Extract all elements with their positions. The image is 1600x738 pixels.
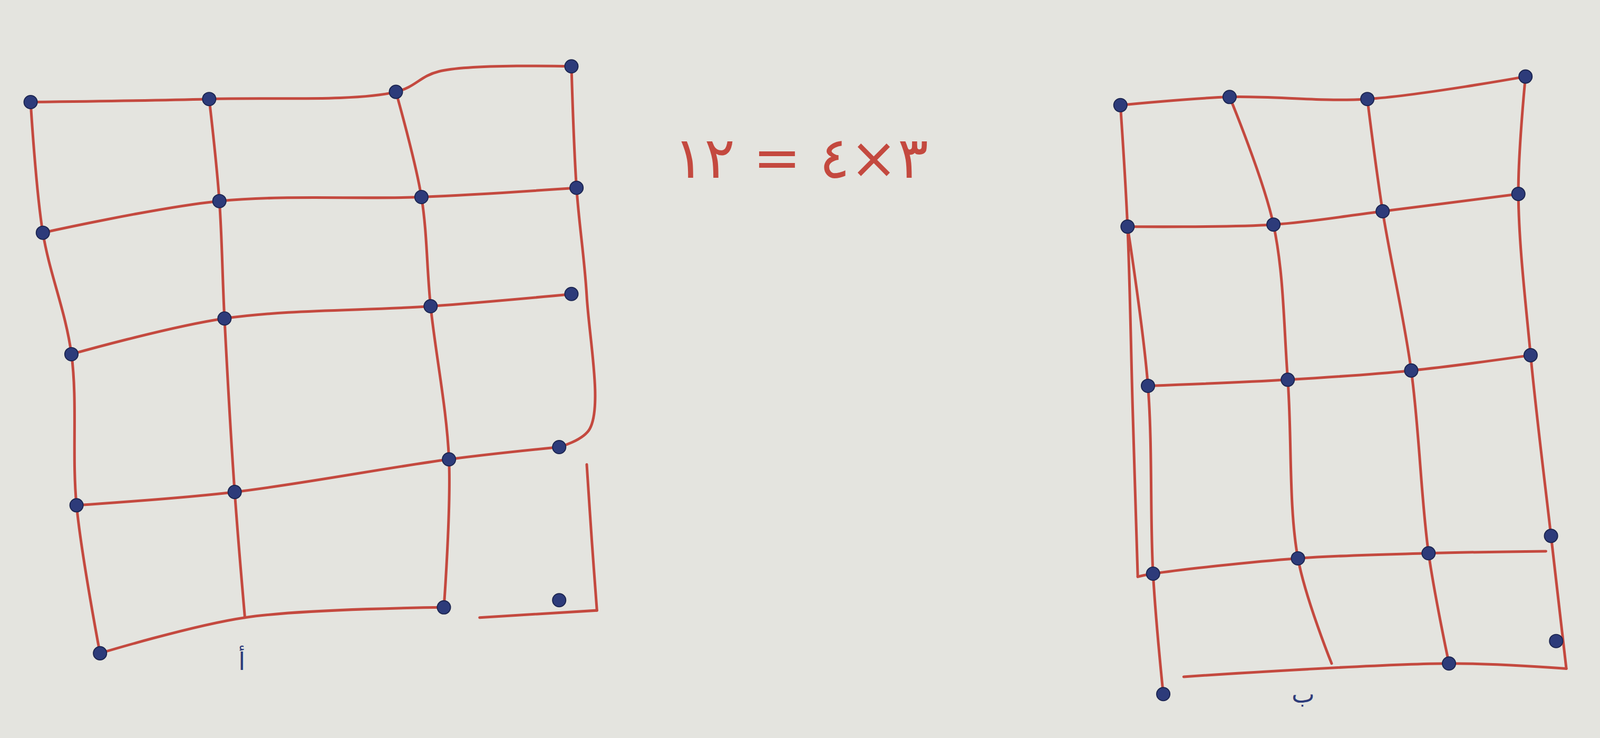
grid-dot <box>564 287 578 301</box>
grid-dot <box>423 299 438 313</box>
grid-line <box>1127 226 1164 694</box>
grid-line <box>71 293 574 354</box>
grid-dot <box>1421 546 1435 560</box>
figure-label: ب <box>1291 680 1315 708</box>
grid-line <box>42 187 577 233</box>
grid-line <box>1148 354 1531 386</box>
grid-dot <box>1524 348 1538 362</box>
grid-dot <box>1120 219 1134 234</box>
grid-dot <box>437 600 451 614</box>
grid-dot <box>64 347 79 361</box>
grid-dot <box>70 498 84 512</box>
grid-dot <box>1156 686 1170 701</box>
grid-line <box>586 463 597 610</box>
grid-dot <box>414 190 429 204</box>
grid-dot <box>212 194 227 208</box>
grid-dot <box>1511 187 1526 201</box>
grid-dot <box>1404 363 1418 377</box>
grid-dot <box>1141 379 1155 393</box>
grid-line <box>100 606 444 653</box>
grid-line <box>1127 194 1519 227</box>
grid-line <box>395 91 450 607</box>
grid-line <box>30 101 101 653</box>
grid-line <box>76 447 560 506</box>
grid-line <box>1183 663 1567 677</box>
grid-line <box>1367 99 1450 664</box>
grid-dot <box>569 180 584 195</box>
grid-dot <box>552 440 566 454</box>
grid-line <box>30 65 572 103</box>
figure-label: أ <box>238 647 246 675</box>
grid-dot <box>228 485 242 499</box>
grid-line <box>1518 76 1567 668</box>
grid-dot <box>202 92 216 106</box>
grid-line <box>1120 104 1138 577</box>
grid-dot <box>1442 656 1456 670</box>
grid-dot <box>23 95 37 109</box>
grid-line <box>479 609 598 618</box>
grid-dot <box>93 646 107 660</box>
grid-dot <box>552 593 566 607</box>
grid-dot <box>217 311 231 325</box>
grid-dot <box>1223 90 1237 104</box>
equation-text: ٣×٤ = ١٢ <box>673 126 929 190</box>
grid-line <box>1120 76 1526 105</box>
grid-dot <box>1375 204 1390 218</box>
grid-line <box>1229 97 1332 664</box>
grid-dot <box>1518 70 1532 84</box>
grid-dot <box>564 59 578 73</box>
grid-dot <box>389 85 403 99</box>
grid-dot <box>1146 566 1160 580</box>
grid-dot <box>442 452 456 466</box>
grid-dot <box>1549 634 1563 648</box>
grid-dot <box>1266 217 1280 231</box>
grid-dot <box>1291 551 1305 565</box>
grid-line <box>559 66 596 448</box>
grid-line <box>209 99 246 618</box>
grid-dot <box>1544 528 1558 542</box>
grid-dot <box>1281 372 1295 386</box>
grid-dot <box>1360 92 1374 106</box>
grid-line <box>1137 550 1546 577</box>
grid-dot <box>1113 98 1128 112</box>
grid-dot <box>36 226 50 240</box>
